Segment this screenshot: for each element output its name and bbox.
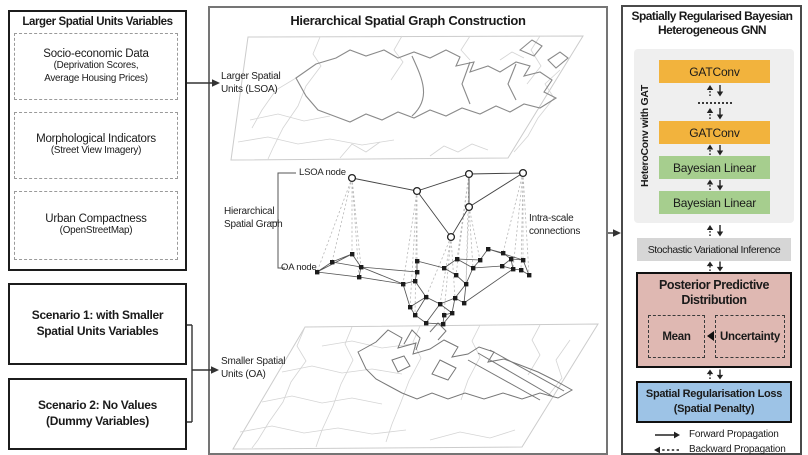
scenario-1-line-2: Spatial Units Variables xyxy=(36,324,159,338)
svi-box: Stochastic Variational Inference xyxy=(637,238,791,261)
morphological-box: Morphological Indicators (Street View Im… xyxy=(14,112,178,179)
bidirectional-arrows xyxy=(706,261,724,272)
gnn-panel-title: Spatially Regularised Bayesian Heterogen… xyxy=(631,9,793,38)
spatial-loss-box: Spatial Regularisation Loss (Spatial Pen… xyxy=(636,381,792,423)
smaller-units-label: Smaller Spatial Units (OA) xyxy=(221,356,286,380)
heteroconv-label: HeteroConv with GAT xyxy=(639,84,651,188)
bidirectional-arrows xyxy=(706,179,724,191)
gnn-panel xyxy=(621,5,802,455)
repeated-layers-ellipsis xyxy=(698,102,732,104)
graph-construction-panel: Hierarchical Spatial Graph Construction xyxy=(208,6,608,455)
backward-arrow-icon xyxy=(654,446,679,453)
larger-units-label: Larger Spatial Units (LSOA) xyxy=(221,71,281,95)
scenario-1-box: Scenario 1: with Smaller Spatial Units V… xyxy=(8,283,187,365)
scenario-1-line-1: Scenario 1: with Smaller xyxy=(31,308,164,323)
legend-backward: Backward Propagation xyxy=(652,444,786,455)
posterior-predictive-box: Posterior Predictive Distribution Mean U… xyxy=(636,272,792,368)
bidirectional-arrows xyxy=(706,225,724,237)
urban-compactness-title: Urban Compactness xyxy=(45,213,147,226)
socio-economic-title: Socio-economic Data xyxy=(43,48,149,61)
mean-box: Mean xyxy=(648,315,705,358)
bayesian-linear-layer-1: Bayesian Linear xyxy=(659,156,770,179)
urban-compactness-box: Urban Compactness (OpenStreetMap) xyxy=(14,191,178,260)
scenario-2-box: Scenario 2: No Values (Dummy Variables) xyxy=(8,378,187,450)
oa-node-label: OA node xyxy=(281,262,317,273)
bidirectional-arrows xyxy=(706,369,724,380)
hierarchical-graph-label: Hierarchical Spatial Graph xyxy=(224,206,283,230)
lsoa-node-label: LSOA node xyxy=(299,167,346,178)
socio-economic-sub-1: (Deprivation Scores, xyxy=(53,60,139,72)
morphological-sub: (Street View Imagery) xyxy=(50,145,142,157)
intra-scale-label: Intra-scale connections xyxy=(529,213,581,237)
gatconv-layer-1: GATConv xyxy=(659,60,770,83)
middle-panel-title: Hierarchical Spatial Graph Construction xyxy=(290,13,526,28)
socio-economic-box: Socio-economic Data (Deprivation Scores,… xyxy=(14,33,178,100)
forward-arrow-icon xyxy=(655,431,680,438)
bidirectional-arrows xyxy=(706,108,724,120)
left-panel-title: Larger Spatial Units Variables xyxy=(22,16,173,28)
scenario-2-line-2: (Dummy Variables) xyxy=(46,414,149,428)
uncertainty-box: Uncertainty xyxy=(715,315,785,358)
ppd-title: Posterior Predictive Distribution xyxy=(658,278,770,307)
left-arrow-icon xyxy=(706,331,714,341)
bidirectional-arrows xyxy=(706,144,724,156)
bayesian-linear-layer-2: Bayesian Linear xyxy=(659,191,770,214)
morphological-title: Morphological Indicators xyxy=(36,133,156,146)
gatconv-layer-2: GATConv xyxy=(659,121,770,144)
bidirectional-arrows xyxy=(706,85,724,97)
scenario-2-line-1: Scenario 2: No Values xyxy=(37,398,158,413)
socio-economic-sub-2: Average Housing Prices) xyxy=(44,72,148,84)
legend-forward: Forward Propagation xyxy=(652,429,779,440)
urban-compactness-sub: (OpenStreetMap) xyxy=(59,225,133,237)
